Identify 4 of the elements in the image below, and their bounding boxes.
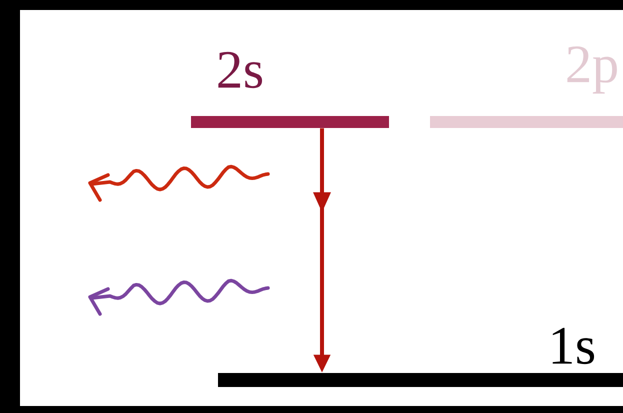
node-label: 1s [552,328,594,364]
node-label: 2s [218,52,262,88]
energy-level: 2s [191,52,389,128]
energy-level: 1s [218,328,623,387]
